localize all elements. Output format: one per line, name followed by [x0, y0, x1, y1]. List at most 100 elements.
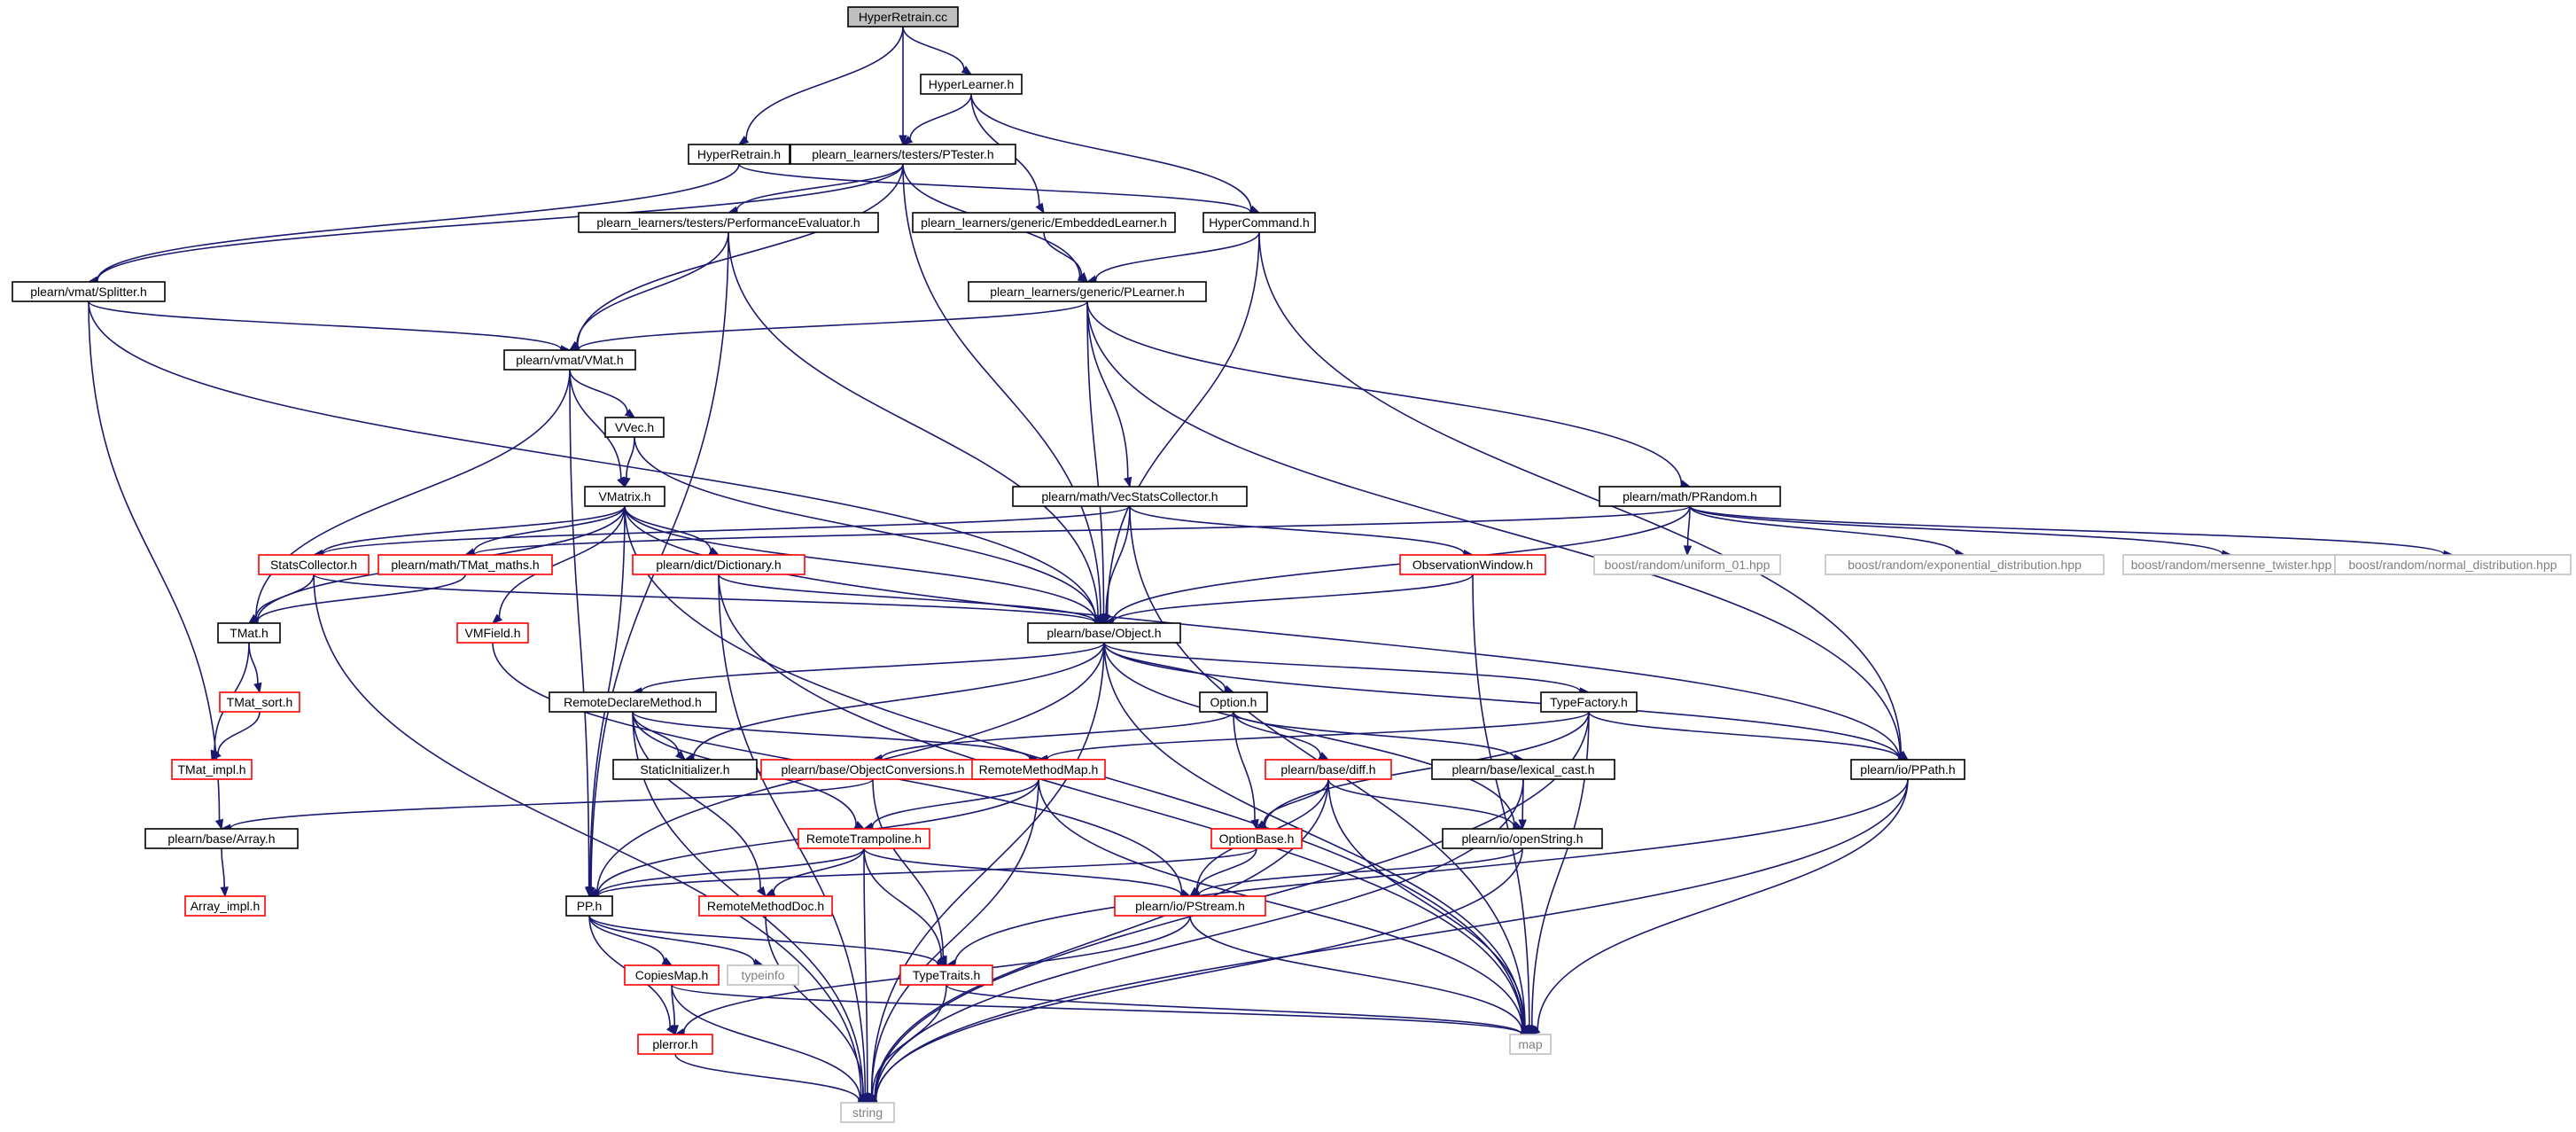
- node-remotemethodmap-h[interactable]: RemoteMethodMap.h: [971, 759, 1106, 780]
- node-remotemethoddoc-h[interactable]: RemoteMethodDoc.h: [698, 895, 833, 917]
- edge-prandom-h-to-exponential-distribution-hpp: [1689, 505, 1966, 558]
- node-label: CopiesMap.h: [635, 968, 709, 982]
- node-box: [219, 691, 300, 713]
- edge-plearner-h-to-vmat-h: [568, 301, 1088, 354]
- node-label: boost/random/uniform_01.hpp: [1605, 558, 1771, 572]
- node-tmat-impl-h[interactable]: TMat_impl.h: [171, 759, 253, 780]
- node-ptester-h[interactable]: plearn_learners/testers/PTester.h: [790, 144, 1016, 165]
- node-box: [503, 349, 636, 371]
- node-observationwindow-h[interactable]: ObservationWindow.h: [1399, 554, 1546, 575]
- node-array-impl-h[interactable]: Array_impl.h: [184, 895, 266, 917]
- edge-splitter-h-to-array-h: [88, 301, 224, 831]
- edge-typetraits-h-to-map: [946, 984, 1532, 1038]
- node-ppath-h[interactable]: plearn/io/PPath.h: [1850, 759, 1965, 780]
- node-label: VVec.h: [615, 420, 654, 434]
- node-remotedeclaremethod-h[interactable]: RemoteDeclareMethod.h: [549, 691, 717, 713]
- node-prandom-h[interactable]: plearn/math/PRandom.h: [1599, 486, 1781, 507]
- edge-vmatrix-h-to-ppath-h: [624, 505, 1910, 762]
- node-box: [632, 554, 805, 575]
- node-remotetrampoline-h[interactable]: RemoteTrampoline.h: [798, 828, 930, 849]
- node-array-h[interactable]: plearn/base/Array.h: [144, 828, 299, 849]
- node-label: boost/random/exponential_distribution.hp…: [1848, 558, 2082, 572]
- node-box: [144, 828, 299, 849]
- node-pstream-h[interactable]: plearn/io/PStream.h: [1114, 895, 1266, 917]
- node-label: HyperRetrain.h: [697, 147, 781, 161]
- edge-ppath-h-to-map: [1529, 778, 1909, 1035]
- node-box: [565, 895, 613, 917]
- node-box: [1199, 691, 1268, 713]
- node-box: [12, 281, 166, 302]
- node-box: [1850, 759, 1965, 780]
- node-objectconversions-h[interactable]: plearn/base/ObjectConversions.h: [760, 759, 985, 780]
- node-typetraits-h[interactable]: TypeTraits.h: [899, 964, 993, 986]
- node-label: TypeTraits.h: [913, 968, 981, 982]
- node-splitter-h[interactable]: plearn/vmat/Splitter.h: [12, 281, 166, 302]
- node-label: ObservationWindow.h: [1413, 558, 1533, 572]
- node-option-h[interactable]: Option.h: [1199, 691, 1268, 713]
- node-label: boost/random/normal_distribution.hpp: [2348, 558, 2557, 572]
- node-vmfield-h[interactable]: VMField.h: [456, 622, 529, 644]
- node-label: plearn/io/PPath.h: [1860, 762, 1955, 777]
- node-label: HyperLearner.h: [929, 77, 1015, 91]
- edge-vmatrix-h-to-tmat-maths-h: [463, 505, 626, 557]
- node-vvec-h[interactable]: VVec.h: [604, 417, 665, 438]
- node-hyperlearner-h[interactable]: HyperLearner.h: [920, 74, 1023, 95]
- node-label: TMat_impl.h: [177, 762, 245, 777]
- edge-hyperretrain-cc-to-hyperlearner-h: [902, 26, 973, 75]
- node-label: plearn/dict/Dictionary.h: [656, 558, 781, 572]
- edge-vmatrix-h-to-vmfield-h: [491, 505, 626, 624]
- node-box: [1012, 486, 1248, 507]
- node-diff-h[interactable]: plearn/base/diff.h: [1265, 759, 1392, 780]
- edge-pp-h-to-typeinfo: [588, 915, 765, 967]
- node-label: plearn/math/TMat_maths.h: [391, 558, 539, 572]
- node-staticinitializer-h[interactable]: StaticInitializer.h: [612, 759, 758, 780]
- node-embeddedlearner-h[interactable]: plearn_learners/generic/EmbeddedLearner.…: [912, 212, 1176, 233]
- node-pp-h[interactable]: PP.h: [565, 895, 613, 917]
- edge-hyperlearner-h-to-ptester-h: [901, 93, 972, 145]
- node-box: [1825, 554, 2105, 575]
- node-lexical-cast-h[interactable]: plearn/base/lexical_cast.h: [1431, 759, 1615, 780]
- node-optionbase-h[interactable]: OptionBase.h: [1210, 828, 1303, 849]
- node-typeinfo: typeinfo: [727, 964, 799, 986]
- node-dictionary-h[interactable]: plearn/dict/Dictionary.h: [632, 554, 805, 575]
- node-object-h[interactable]: plearn/base/Object.h: [1027, 622, 1181, 644]
- node-vmatrix-h[interactable]: VMatrix.h: [584, 486, 665, 507]
- node-performanceevaluator-h[interactable]: plearn_learners/testers/PerformanceEvalu…: [578, 212, 879, 233]
- node-normal-distribution-hpp: boost/random/normal_distribution.hpp: [2334, 554, 2572, 575]
- node-box: [258, 554, 370, 575]
- edge-plearner-h-to-object-h: [1086, 301, 1109, 625]
- node-box: [612, 759, 758, 780]
- node-hyperretrain-h[interactable]: HyperRetrain.h: [688, 144, 790, 165]
- node-box: [1202, 212, 1316, 233]
- node-vmat-h[interactable]: plearn/vmat/VMat.h: [503, 349, 636, 371]
- edge-vmat-h-to-vvec-h: [569, 369, 636, 418]
- node-tmat-sort-h[interactable]: TMat_sort.h: [219, 691, 300, 713]
- edge-plearner-h-to-ppath-h: [1086, 301, 1910, 761]
- edge-tmat-h-to-tmat-sort-h: [248, 642, 262, 694]
- node-box: [698, 895, 833, 917]
- node-uniform-01-hpp: boost/random/uniform_01.hpp: [1593, 554, 1781, 575]
- node-map: map: [1509, 1034, 1552, 1055]
- node-hypercommand-h[interactable]: HyperCommand.h: [1202, 212, 1316, 233]
- edge-remotedeclaremethod-h-to-staticinitializer-h: [632, 711, 686, 761]
- node-pl-error-h[interactable]: plerror.h: [637, 1034, 713, 1055]
- node-label: PP.h: [577, 899, 603, 913]
- node-plearner-h[interactable]: plearn_learners/generic/PLearner.h: [968, 281, 1207, 302]
- node-box: [171, 759, 253, 780]
- node-box: [1399, 554, 1546, 575]
- node-box: [688, 144, 790, 165]
- edge-object-h-to-remotedeclaremethod-h: [631, 642, 1105, 696]
- node-label: TMat_sort.h: [227, 695, 293, 709]
- edge-hypercommand-h-to-ppath-h: [1258, 231, 1910, 761]
- node-openstring-h[interactable]: plearn/io/openString.h: [1442, 828, 1603, 849]
- node-statscollector-h[interactable]: StatsCollector.h: [258, 554, 370, 575]
- node-typefactory-h[interactable]: TypeFactory.h: [1540, 691, 1638, 713]
- edge-lexical-cast-h-to-string: [866, 778, 1524, 1104]
- node-label: RemoteMethodDoc.h: [707, 899, 824, 913]
- node-vecstatscollector-h[interactable]: plearn/math/VecStatsCollector.h: [1012, 486, 1248, 507]
- node-copiesmap-h[interactable]: CopiesMap.h: [624, 964, 720, 986]
- edge-vmat-h-to-tmat-h: [247, 369, 571, 624]
- node-tmat-h[interactable]: TMat.h: [217, 622, 281, 644]
- node-tmat-maths-h[interactable]: plearn/math/TMat_maths.h: [377, 554, 553, 575]
